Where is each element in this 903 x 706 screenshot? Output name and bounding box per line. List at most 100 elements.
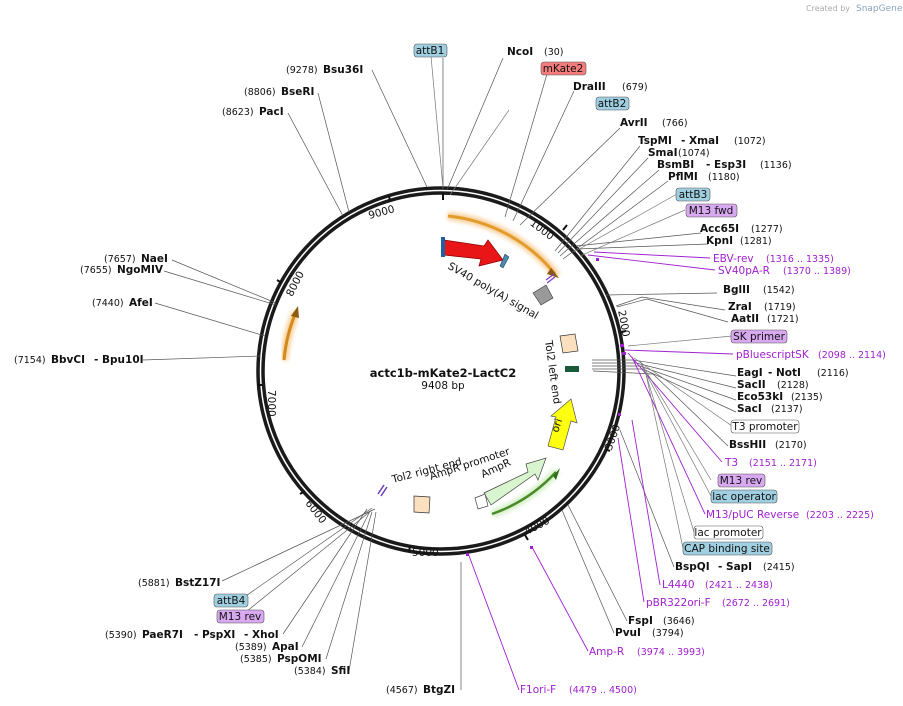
site-xmai[interactable]: - XmaI (681, 135, 719, 147)
feature-box-mkate2[interactable]: mKate2 (540, 61, 587, 76)
feature-box-attb2[interactable]: attB2 (595, 96, 630, 111)
site-draiii-pos: (679) (622, 82, 648, 93)
plasmid-length: 9408 bp (421, 380, 465, 392)
primer-amp-r[interactable]: Amp-R (589, 646, 624, 658)
site-sacii-pos: (2128) (777, 380, 809, 391)
primer-sv40pa-r[interactable]: SV40pA-R (718, 265, 770, 277)
primer-f1ori-f-pos: (4479 .. 4500) (569, 685, 637, 696)
primer-m13-puc-reverse-pos: (2203 .. 2225) (806, 510, 874, 521)
site-draiii[interactable]: DraIII (573, 81, 606, 93)
site-paer7i-pos: (5390) (105, 630, 137, 641)
snapgene-logo: SnapGene (856, 4, 903, 14)
site-zrai-pos: (1719) (764, 302, 796, 313)
feature-box-m13-rev[interactable]: M13 rev (717, 473, 766, 488)
site-pspomi-pos: (5385) (240, 654, 272, 665)
feature-box-lac-promoter[interactable]: lac promoter (693, 525, 764, 540)
primer-t3[interactable]: T3 (724, 457, 738, 469)
primer-pbr322ori-f[interactable]: pBR322ori-F (646, 597, 711, 609)
feature-box-attb3[interactable]: attB3 (675, 187, 711, 202)
site-eco53ki[interactable]: Eco53kI (737, 391, 783, 403)
lacop-text: lac operator (712, 491, 776, 503)
primer-pbluescriptsk[interactable]: pBluescriptSK (736, 349, 810, 361)
attb4-text: attB4 (217, 595, 246, 607)
site-bbvci[interactable]: BbvCI (51, 354, 85, 366)
site-ngomiv[interactable]: NgoMIV (117, 264, 164, 276)
site-xhoi[interactable]: - XhoI (244, 629, 279, 641)
site-avrii[interactable]: AvrII (620, 117, 648, 129)
credit-prefix: Created by (806, 4, 850, 13)
attb3-text: attB3 (679, 189, 708, 201)
primer-sv40pa-r-pos: (1370 .. 1389) (783, 266, 851, 277)
site-aatii[interactable]: AatII (731, 313, 759, 325)
site-ncoi-pos: (30) (544, 47, 564, 58)
feature-box-lac-operator[interactable]: lac operator (710, 489, 778, 504)
site-smai[interactable]: SmaI (648, 147, 678, 159)
site-naei[interactable]: NaeI (141, 253, 168, 265)
leader-lines-left (142, 69, 428, 672)
site-eagi[interactable]: EagI (737, 367, 763, 379)
site-pvui[interactable]: PvuI (615, 627, 641, 639)
box-leaders (430, 55, 733, 549)
site-sapi[interactable]: - SapI (718, 561, 752, 573)
feature-box-m13-rev-left[interactable]: M13 rev (216, 609, 265, 624)
site-bpu10i[interactable]: - Bpu10I (94, 354, 144, 366)
plasmid-name: actc1b-mKate2-LactC2 (370, 366, 516, 380)
site-bspqi[interactable]: BspQI (675, 561, 710, 573)
site-xhoi-name: XhoI (252, 629, 279, 641)
site-bglii[interactable]: BglII (723, 284, 750, 296)
site-tspmi-pos: (1072) (734, 136, 766, 147)
site-fspi[interactable]: FspI (628, 615, 653, 627)
ori-label: ori (549, 417, 565, 434)
site-ncoi[interactable]: NcoI (507, 46, 533, 58)
feature-box-attb4[interactable]: attB4 (213, 593, 249, 608)
feature-box-sk-primer[interactable]: SK primer (730, 329, 788, 344)
site-bsu36i[interactable]: Bsu36I (323, 64, 363, 76)
site-bsshii[interactable]: BssHII (729, 439, 766, 451)
site-pspxi[interactable]: - PspXI (194, 629, 235, 641)
site-bsmbi[interactable]: BsmBI (657, 159, 694, 171)
site-sfii[interactable]: SfiI (331, 665, 350, 677)
site-saci[interactable]: SacI (737, 403, 762, 415)
site-bstz17i[interactable]: BstZ17I (175, 577, 220, 589)
site-pspomi[interactable]: PspOMI (277, 653, 322, 665)
site-bstz17i-pos: (5881) (138, 578, 170, 589)
feature-box-attb1[interactable]: attB1 (413, 43, 448, 58)
site-paci[interactable]: PacI (259, 106, 284, 118)
site-kpni[interactable]: KpnI (706, 235, 733, 247)
site-paer7i[interactable]: PaeR7I (142, 629, 183, 641)
site-bglii-pos: (1542) (763, 285, 795, 296)
site-sacii[interactable]: SacII (737, 379, 766, 391)
site-acc65i[interactable]: Acc65I (700, 223, 739, 235)
site-esp3i[interactable]: - Esp3I (706, 159, 746, 171)
site-naei-pos: (7657) (104, 254, 136, 265)
site-acc65i-pos: (1277) (751, 224, 783, 235)
primer-ebv-rev-pos: (1316 .. 1335) (766, 254, 834, 265)
feature-box-t3-promoter[interactable]: T3 promoter (730, 419, 800, 434)
feature-box-m13-fwd[interactable]: M13 fwd (685, 203, 738, 218)
site-kpni-pos: (1281) (740, 236, 772, 247)
site-pvui-pos: (3794) (652, 628, 684, 639)
primer-m13-puc-reverse[interactable]: M13/pUC Reverse (706, 509, 799, 521)
site-btgzi[interactable]: BtgZI (423, 684, 455, 696)
primer-f1ori-f[interactable]: F1ori-F (520, 684, 556, 696)
site-noti[interactable]: - NotI (768, 367, 801, 379)
primer-amp-r-pos: (3974 .. 3993) (637, 647, 705, 658)
site-bseri[interactable]: BseRI (281, 86, 314, 98)
site-apai[interactable]: ApaI (272, 641, 299, 653)
m13rev-text: M13 rev (720, 475, 763, 487)
site-zrai[interactable]: ZraI (728, 301, 752, 313)
site-pspxi-name: PspXI (202, 629, 235, 641)
tick-label-7000: 7000 (265, 390, 277, 417)
site-afei[interactable]: AfeI (129, 297, 153, 309)
primer-l4440[interactable]: L4440 (662, 579, 695, 591)
site-pflmi[interactable]: PflMI (668, 171, 698, 183)
primer-ebv-rev[interactable]: EBV-rev (713, 253, 754, 265)
site-ngomiv-pos: (7655) (80, 265, 112, 276)
primer-ticks (466, 258, 626, 556)
site-bbvci-pos: (7154) (14, 355, 46, 366)
feature-box-cap-binding-site[interactable]: CAP binding site (682, 541, 773, 556)
m13fwd-text: M13 fwd (689, 205, 734, 217)
site-tspmi[interactable]: TspMI (638, 135, 672, 147)
